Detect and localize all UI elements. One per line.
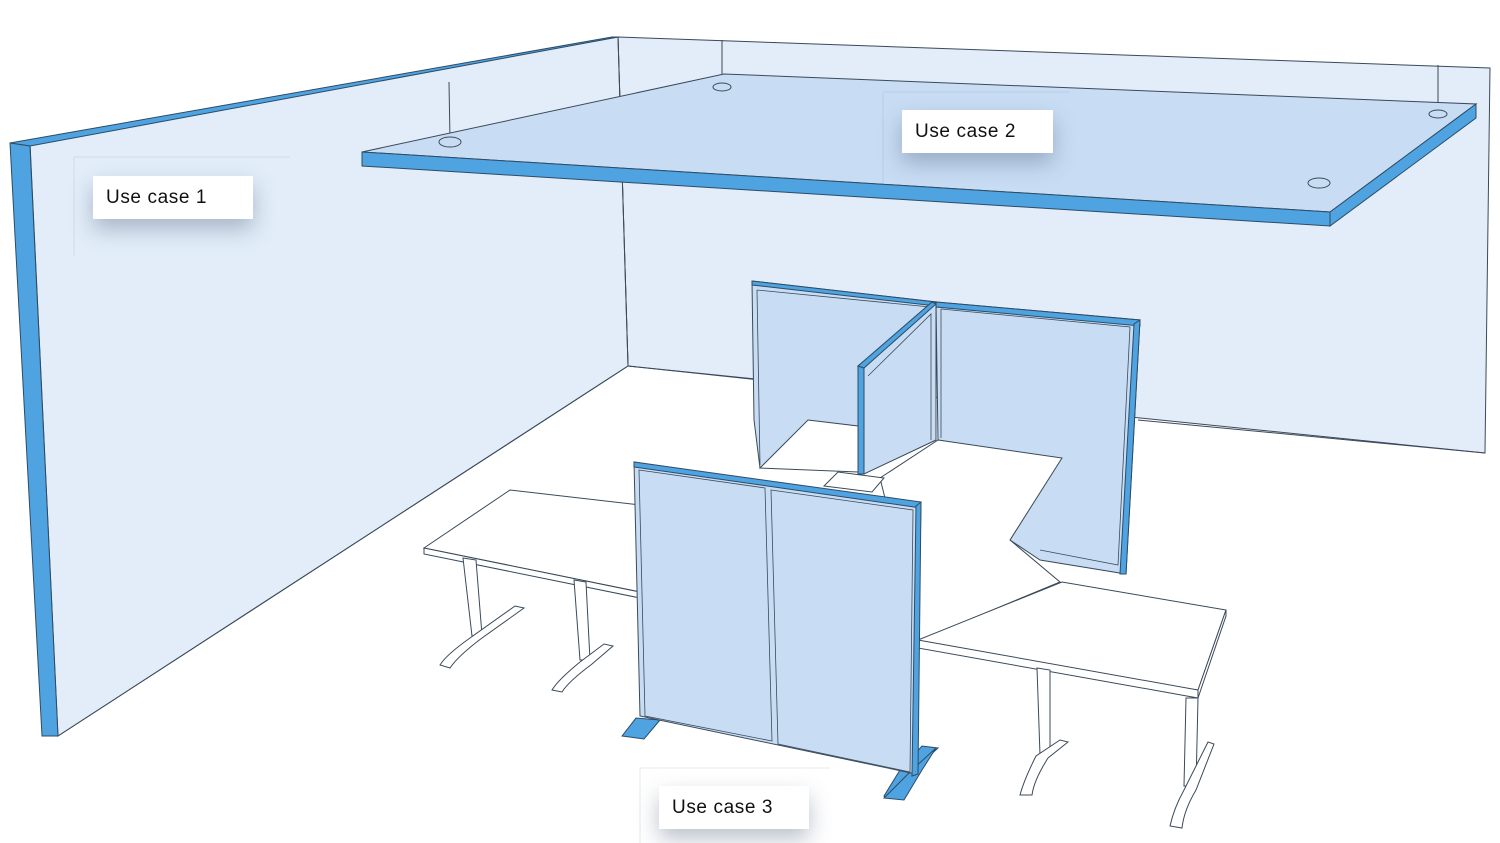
callout-label: Use case 2 (915, 120, 1017, 142)
callout-label: Use case 3 (672, 796, 774, 818)
callout-use-case-2: Use case 2 (902, 110, 1053, 153)
front-divider-panel-use-case-3 (621, 461, 940, 801)
desks (422, 419, 1227, 829)
callout-label: Use case 1 (106, 186, 208, 208)
callout-use-case-1: Use case 1 (93, 176, 253, 219)
callout-use-case-3: Use case 3 (659, 786, 809, 829)
back-partition-panels (751, 280, 1141, 575)
